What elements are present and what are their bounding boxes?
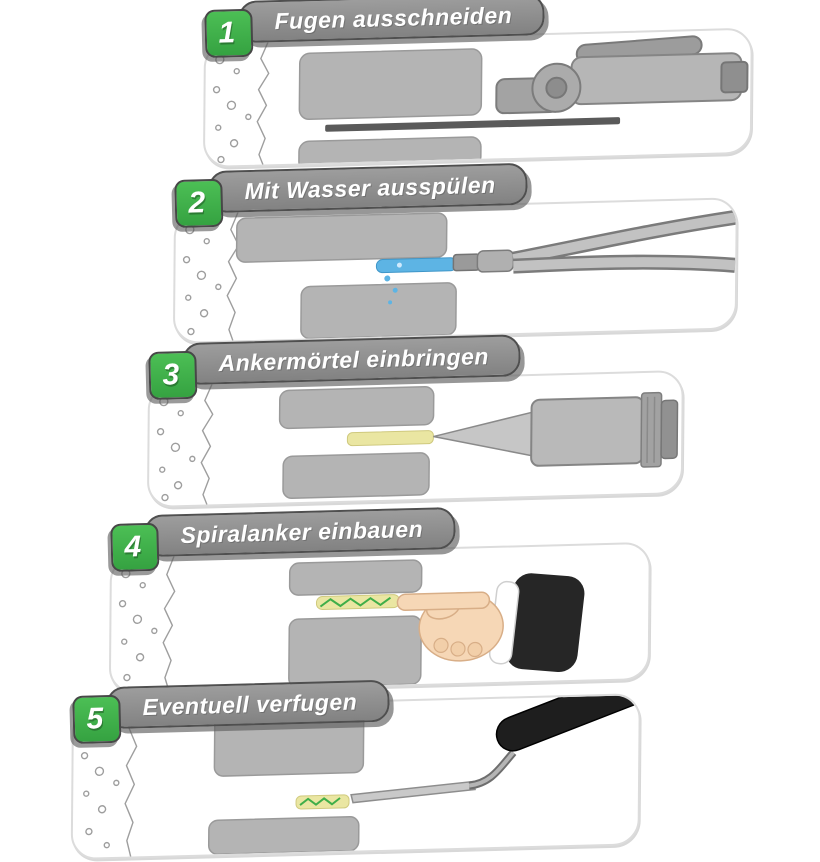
blade-hub	[545, 76, 568, 99]
step-5-title-banner: Eventuell verfugen	[105, 679, 390, 730]
step-title: Eventuell verfugen	[142, 688, 358, 721]
step-3-title-banner: Ankermörtel einbringen	[181, 334, 522, 386]
knuckle	[433, 637, 449, 653]
grinder-rear-cap	[720, 60, 749, 94]
mortar-bead	[346, 430, 434, 447]
grinder-motor	[570, 52, 743, 106]
hose-nozzle	[452, 253, 481, 272]
mortar-joint	[295, 794, 350, 810]
step-3-illustration-panel	[146, 369, 684, 509]
index-finger	[396, 591, 491, 612]
brick-upper	[288, 559, 423, 596]
step-title: Spiralanker einbauen	[180, 515, 424, 549]
grinder-body	[495, 35, 749, 115]
step-5-illustration-panel	[70, 693, 641, 861]
step-4-illustration-panel	[108, 541, 651, 695]
brick-upper	[278, 386, 435, 430]
trowel-handle	[495, 695, 639, 752]
step-4-number-badge: 4	[110, 522, 160, 572]
water-drop	[384, 275, 391, 282]
hand-installing-spiral-anchor-illustration	[118, 556, 585, 691]
step-number: 1	[218, 16, 236, 50]
gun-cartridge	[530, 396, 645, 467]
brick-lower	[288, 615, 422, 688]
bricks	[235, 212, 457, 340]
step-2-number-badge: 2	[174, 178, 224, 228]
brick-lower	[207, 816, 360, 855]
step-2: 2 Mit Wasser ausspülen	[172, 162, 738, 345]
knuckle	[450, 641, 466, 657]
bricks	[278, 386, 435, 500]
step-title: Fugen ausschneiden	[274, 1, 513, 35]
step-title: Mit Wasser ausspülen	[244, 171, 496, 205]
step-1-title-banner: Fugen ausschneiden	[237, 0, 545, 44]
bricks	[298, 48, 483, 167]
water-drop	[388, 300, 393, 305]
brick-upper	[298, 48, 483, 121]
cutter-blade	[325, 117, 621, 132]
step-number: 4	[124, 530, 142, 564]
step-number: 2	[188, 186, 206, 220]
step-5: 5 Eventuell verfugen	[70, 679, 641, 861]
step-1: 1 Fugen ausschneiden	[202, 0, 753, 169]
spiral-anchor	[315, 594, 400, 610]
brick-upper	[235, 212, 448, 263]
plaster-texture	[212, 42, 270, 165]
brick-lower	[300, 282, 457, 340]
step-2-illustration-panel	[172, 197, 738, 345]
plaster-texture	[182, 212, 240, 341]
step-title: Ankermörtel einbringen	[218, 343, 490, 377]
gun-nozzle	[433, 410, 535, 457]
brick-lower	[282, 452, 430, 500]
step-4-title-banner: Spiralanker einbauen	[143, 506, 456, 558]
water-rinse-hose-illustration	[182, 209, 736, 341]
step-5-number-badge: 5	[72, 694, 122, 744]
plaster-texture	[156, 384, 214, 505]
gun-end-cap	[660, 399, 679, 460]
plaster-texture	[118, 556, 176, 691]
step-number: 5	[86, 702, 104, 736]
anchor-mortar-gun-illustration	[156, 384, 679, 505]
water-drop	[392, 287, 398, 293]
trowel-blade	[350, 780, 476, 804]
step-4: 4 Spiralanker einbauen	[108, 506, 651, 695]
gun-ribs	[640, 391, 663, 468]
hose-coupling	[476, 249, 515, 273]
bricks	[207, 711, 365, 855]
step-number: 3	[162, 358, 180, 392]
knuckle	[467, 641, 483, 658]
step-3-number-badge: 3	[148, 350, 198, 400]
trowel	[350, 695, 639, 804]
bricks	[288, 559, 423, 688]
step-3: 3 Ankermörtel einbringen	[146, 334, 684, 509]
step-2-title-banner: Mit Wasser ausspülen	[207, 162, 529, 214]
hose	[452, 209, 736, 274]
brick-lower	[298, 136, 482, 167]
mortar-gun	[433, 391, 679, 468]
sleeve	[505, 573, 585, 672]
pointing-trowel-illustration	[80, 695, 639, 857]
hand	[396, 573, 585, 672]
step-1-number-badge: 1	[204, 8, 254, 58]
